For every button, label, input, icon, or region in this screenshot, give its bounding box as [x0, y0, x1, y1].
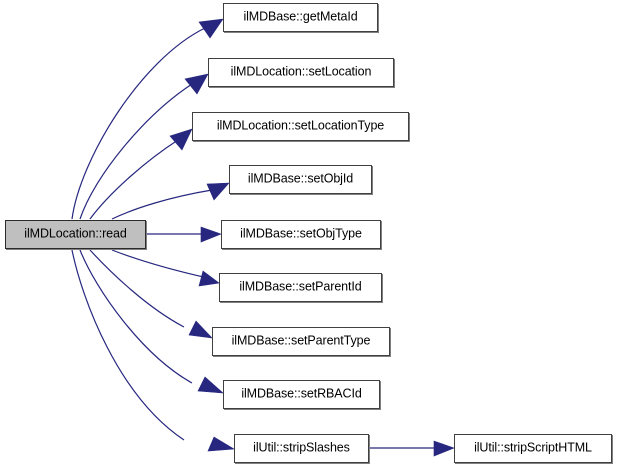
graph-edge-read-to-setObjId [111, 182, 230, 220]
arrowhead-icon [433, 440, 455, 457]
graph-edge-read-to-setParentType [89, 249, 213, 339]
graph-node-setParentId[interactable]: ilMDBase::setParentId [219, 273, 382, 302]
graph-node-label: ilMDBase::setParentType [231, 333, 371, 348]
graph-node-label: ilMDBase::setRBACId [241, 386, 362, 401]
graph-node-setRBACId[interactable]: ilMDBase::setRBACId [223, 380, 380, 409]
graph-node-setObjType[interactable]: ilMDBase::setObjType [221, 220, 381, 249]
graph-node-label: ilMDLocation::read [24, 226, 127, 241]
arrowhead-icon [197, 376, 224, 394]
graph-node-setLocationType[interactable]: ilMDLocation::setLocationType [192, 112, 409, 141]
arrowhead-icon [198, 270, 220, 287]
graph-edge-read-to-stripSlashes [71, 249, 235, 452]
graph-node-getMetaId[interactable]: ilMDBase::getMetaId [223, 3, 378, 32]
graph-node-setLocation[interactable]: ilMDLocation::setLocation [208, 58, 394, 87]
graph-node-stripScriptHTML[interactable]: ilUtil::stripScriptHTML [454, 434, 612, 463]
arrowhead-icon [184, 73, 209, 95]
arrowhead-icon [206, 182, 230, 201]
arrowhead-icon [200, 226, 222, 243]
edge-line [79, 249, 193, 384]
graph-edge-read-to-setRBACId [79, 249, 224, 394]
graph-node-stripSlashes[interactable]: ilUtil::stripSlashes [234, 434, 369, 463]
graph-edge-read-to-setLocation [79, 73, 209, 220]
graph-node-label: ilMDLocation::setLocation [230, 64, 372, 79]
graph-node-label: ilUtil::stripSlashes [253, 440, 350, 455]
graph-node-label: ilMDLocation::setLocationType [216, 118, 385, 133]
arrowhead-icon [188, 320, 213, 339]
edge-line [111, 189, 213, 220]
graph-node-label: ilMDBase::setParentId [239, 279, 362, 294]
edge-line [89, 249, 185, 328]
graph-edge-read-to-setObjType [146, 226, 222, 243]
graph-node-label: ilMDBase::setObjType [240, 226, 362, 241]
graph-node-setParentType[interactable]: ilMDBase::setParentType [212, 327, 390, 356]
graph-node-label: ilMDBase::setObjId [247, 171, 354, 186]
graph-node-label: ilUtil::stripScriptHTML [474, 440, 592, 455]
edge-line [111, 249, 209, 279]
arrowhead-icon [198, 18, 224, 39]
edge-line [71, 249, 185, 441]
graph-node-setObjId[interactable]: ilMDBase::setObjId [229, 165, 372, 194]
arrowhead-icon [169, 128, 193, 151]
graph-edge-stripSlashes-to-stripScriptHTML [369, 440, 455, 457]
graph-edge-read-to-setLocationType [89, 128, 193, 220]
arrowhead-icon [207, 436, 235, 452]
graph-edge-read-to-setParentId [111, 249, 220, 287]
edge-line [79, 83, 193, 220]
graph-node-label: ilMDBase::getMetaId [243, 9, 358, 24]
edge-line [71, 27, 206, 220]
edge-line [89, 139, 179, 220]
graph-node-read[interactable]: ilMDLocation::read [5, 220, 146, 249]
